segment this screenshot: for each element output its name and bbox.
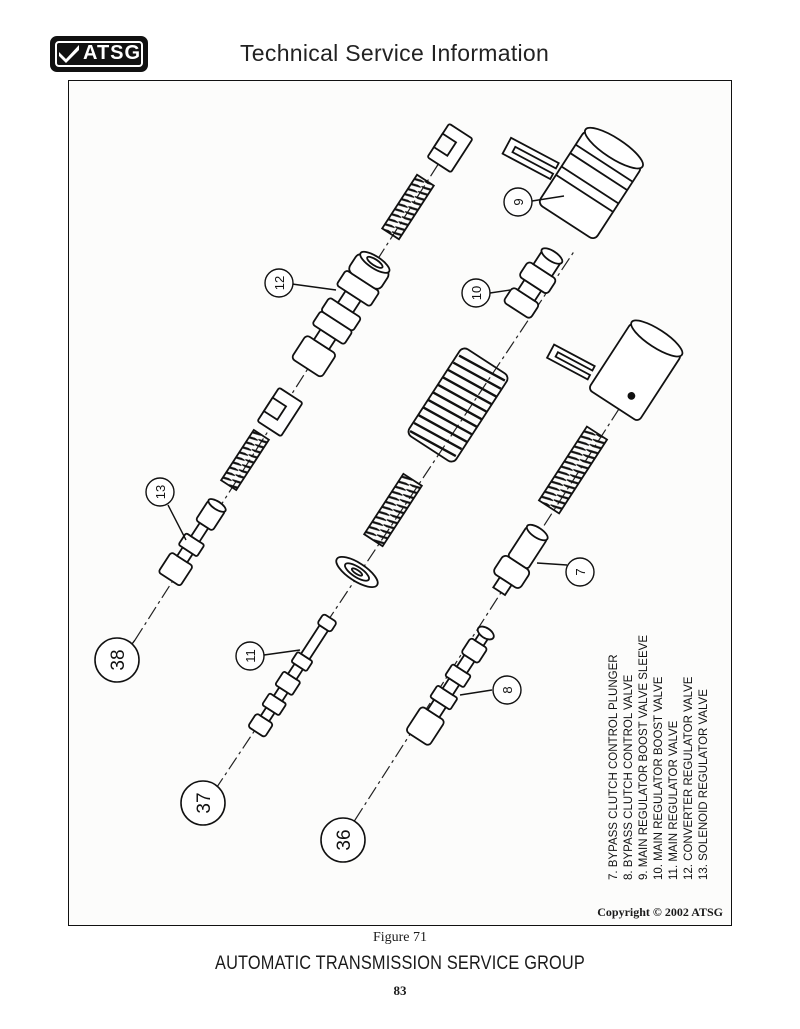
checkmark-icon [59,45,79,63]
main-regulator-spring [407,347,509,463]
callout-label-13: 13 [153,485,168,499]
main-regulator-boost-valve [503,247,564,319]
callout-label-7: 7 [573,568,588,575]
right-assembly [406,126,684,746]
callout-8: 8 [492,675,522,705]
callout-7: 7 [565,557,595,587]
spring-seat-washer [335,556,379,588]
clip-lower-right [545,343,596,381]
callout-10: 10 [461,278,491,308]
logo-text: ATSG [83,42,142,64]
retainer-clip-upper [427,123,473,173]
callout-label-10: 10 [469,286,484,300]
callout-label-11: 11 [243,649,258,663]
legend-item-9: 9. MAIN REGULATOR BOOST VALVE SLEEVE [638,635,650,880]
atsg-logo: ATSG [50,36,148,72]
copyright-text: Copyright © 2002 ATSG [597,905,723,919]
parts-legend: 7. BYPASS CLUTCH CONTROL PLUNGER 8. BYPA… [608,635,710,880]
organization-name: AUTOMATIC TRANSMISSION SERVICE GROUP [215,953,585,974]
main-regulator-valve [248,613,337,738]
bore-37: 37 [180,780,226,826]
callout-13: 13 [145,477,175,507]
logo-border [55,41,143,67]
legend-item-11: 11. MAIN REGULATOR VALVE [668,720,680,880]
plug [589,319,684,421]
callout-12: 12 [264,268,294,298]
solenoid-regulator-valve [158,498,227,587]
main-regulator-boost-valve-sleeve [538,126,644,240]
left-assembly [158,123,473,587]
spring-13 [219,428,271,492]
bore-label-36: 36 [334,829,355,850]
bypass-clutch-control-plunger [492,523,549,597]
retainer-clip-lower [257,387,303,437]
legend-item-7: 7. BYPASS CLUTCH CONTROL PLUNGER [608,654,620,880]
figure-caption: Figure 71 [372,930,428,945]
clip-upper-right [501,136,560,181]
callout-11: 11 [235,641,265,671]
page-title: Technical Service Information [240,40,550,66]
inner-spring [362,472,424,548]
page-number: 83 [393,983,407,998]
bypass-clutch-control-valve [406,625,495,746]
bore-36: 36 [320,817,366,863]
legend-item-13: 13. SOLENOID REGULATOR VALVE [698,689,710,880]
legend-item-12: 12. CONVERTER REGULATOR VALVE [683,676,695,880]
callout-label-9: 9 [511,198,526,205]
bore-label-38: 38 [108,649,129,670]
spring-12 [380,173,436,241]
spring-7 [537,425,609,515]
callout-9: 9 [503,187,533,217]
callout-label-12: 12 [272,276,287,290]
bore-label-37: 37 [194,792,215,813]
middle-assembly [248,247,564,738]
callout-leaders [119,195,568,836]
callout-label-8: 8 [500,686,515,693]
callout-markers: 12 9 10 13 11 8 7 38 [94,187,595,863]
converter-regulator-valve [291,250,391,378]
legend-item-8: 8. BYPASS CLUTCH CONTROL VALVE [623,674,635,880]
legend-item-10: 10. MAIN REGULATOR BOOST VALVE [653,676,665,880]
bore-38: 38 [94,637,140,683]
